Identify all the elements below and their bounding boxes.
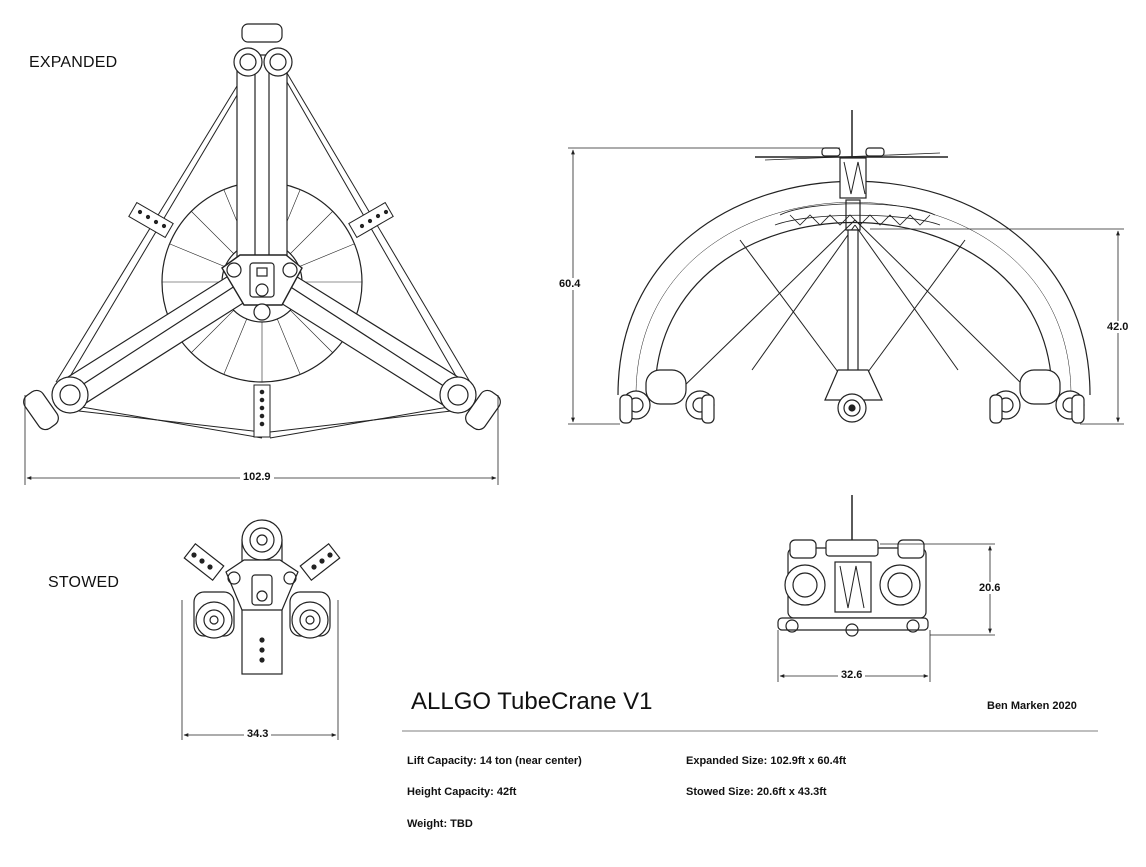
spec-stowed-size: Stowed Size: 20.6ft x 43.3ft <box>686 786 827 798</box>
stowed-label: STOWED <box>48 574 120 591</box>
spec-height-capacity: Height Capacity: 42ft <box>407 786 517 798</box>
spec-weight: Weight: TBD <box>407 818 473 830</box>
spec-expanded-size: Expanded Size: 102.9ft x 60.4ft <box>686 755 847 767</box>
drawing-author: Ben Marken 2020 <box>987 700 1077 712</box>
mast-arm-left <box>23 274 249 431</box>
stowed-right-wheel <box>289 591 331 639</box>
arch-inner <box>654 221 1053 396</box>
dimension-label-arch-height: 42.0 <box>1104 321 1132 333</box>
dimension-label-stowed-height: 20.6 <box>976 582 1004 594</box>
stowed-side-view <box>777 495 995 682</box>
expanded-side-view <box>568 110 1124 425</box>
stowed-top-view <box>181 519 341 740</box>
spec-lift-capacity: Lift Capacity: 14 ton (near center) <box>407 755 582 767</box>
arch-cables <box>679 219 1029 391</box>
central-hub <box>221 254 303 321</box>
expanded-top-view <box>23 23 501 485</box>
outrigger-trusses <box>128 201 394 438</box>
dimension-label-expanded-height: 60.4 <box>556 278 584 290</box>
stowed-left-wheel <box>193 591 235 639</box>
dimension-label-stowed-side-width: 32.6 <box>838 669 866 681</box>
right-foot-wheels <box>989 369 1085 424</box>
dimension-label-stowed-width: 34.3 <box>244 728 272 740</box>
mast-arm-top <box>233 23 293 271</box>
mast-arm-right <box>275 274 501 431</box>
drawing-title: ALLGO TubeCrane V1 <box>411 688 653 715</box>
center-mast <box>755 110 948 423</box>
expanded-label: EXPANDED <box>29 54 118 71</box>
dimension-expanded-height <box>568 147 840 425</box>
dimension-label-expanded-width: 102.9 <box>240 471 274 483</box>
left-foot-wheels <box>619 369 715 424</box>
